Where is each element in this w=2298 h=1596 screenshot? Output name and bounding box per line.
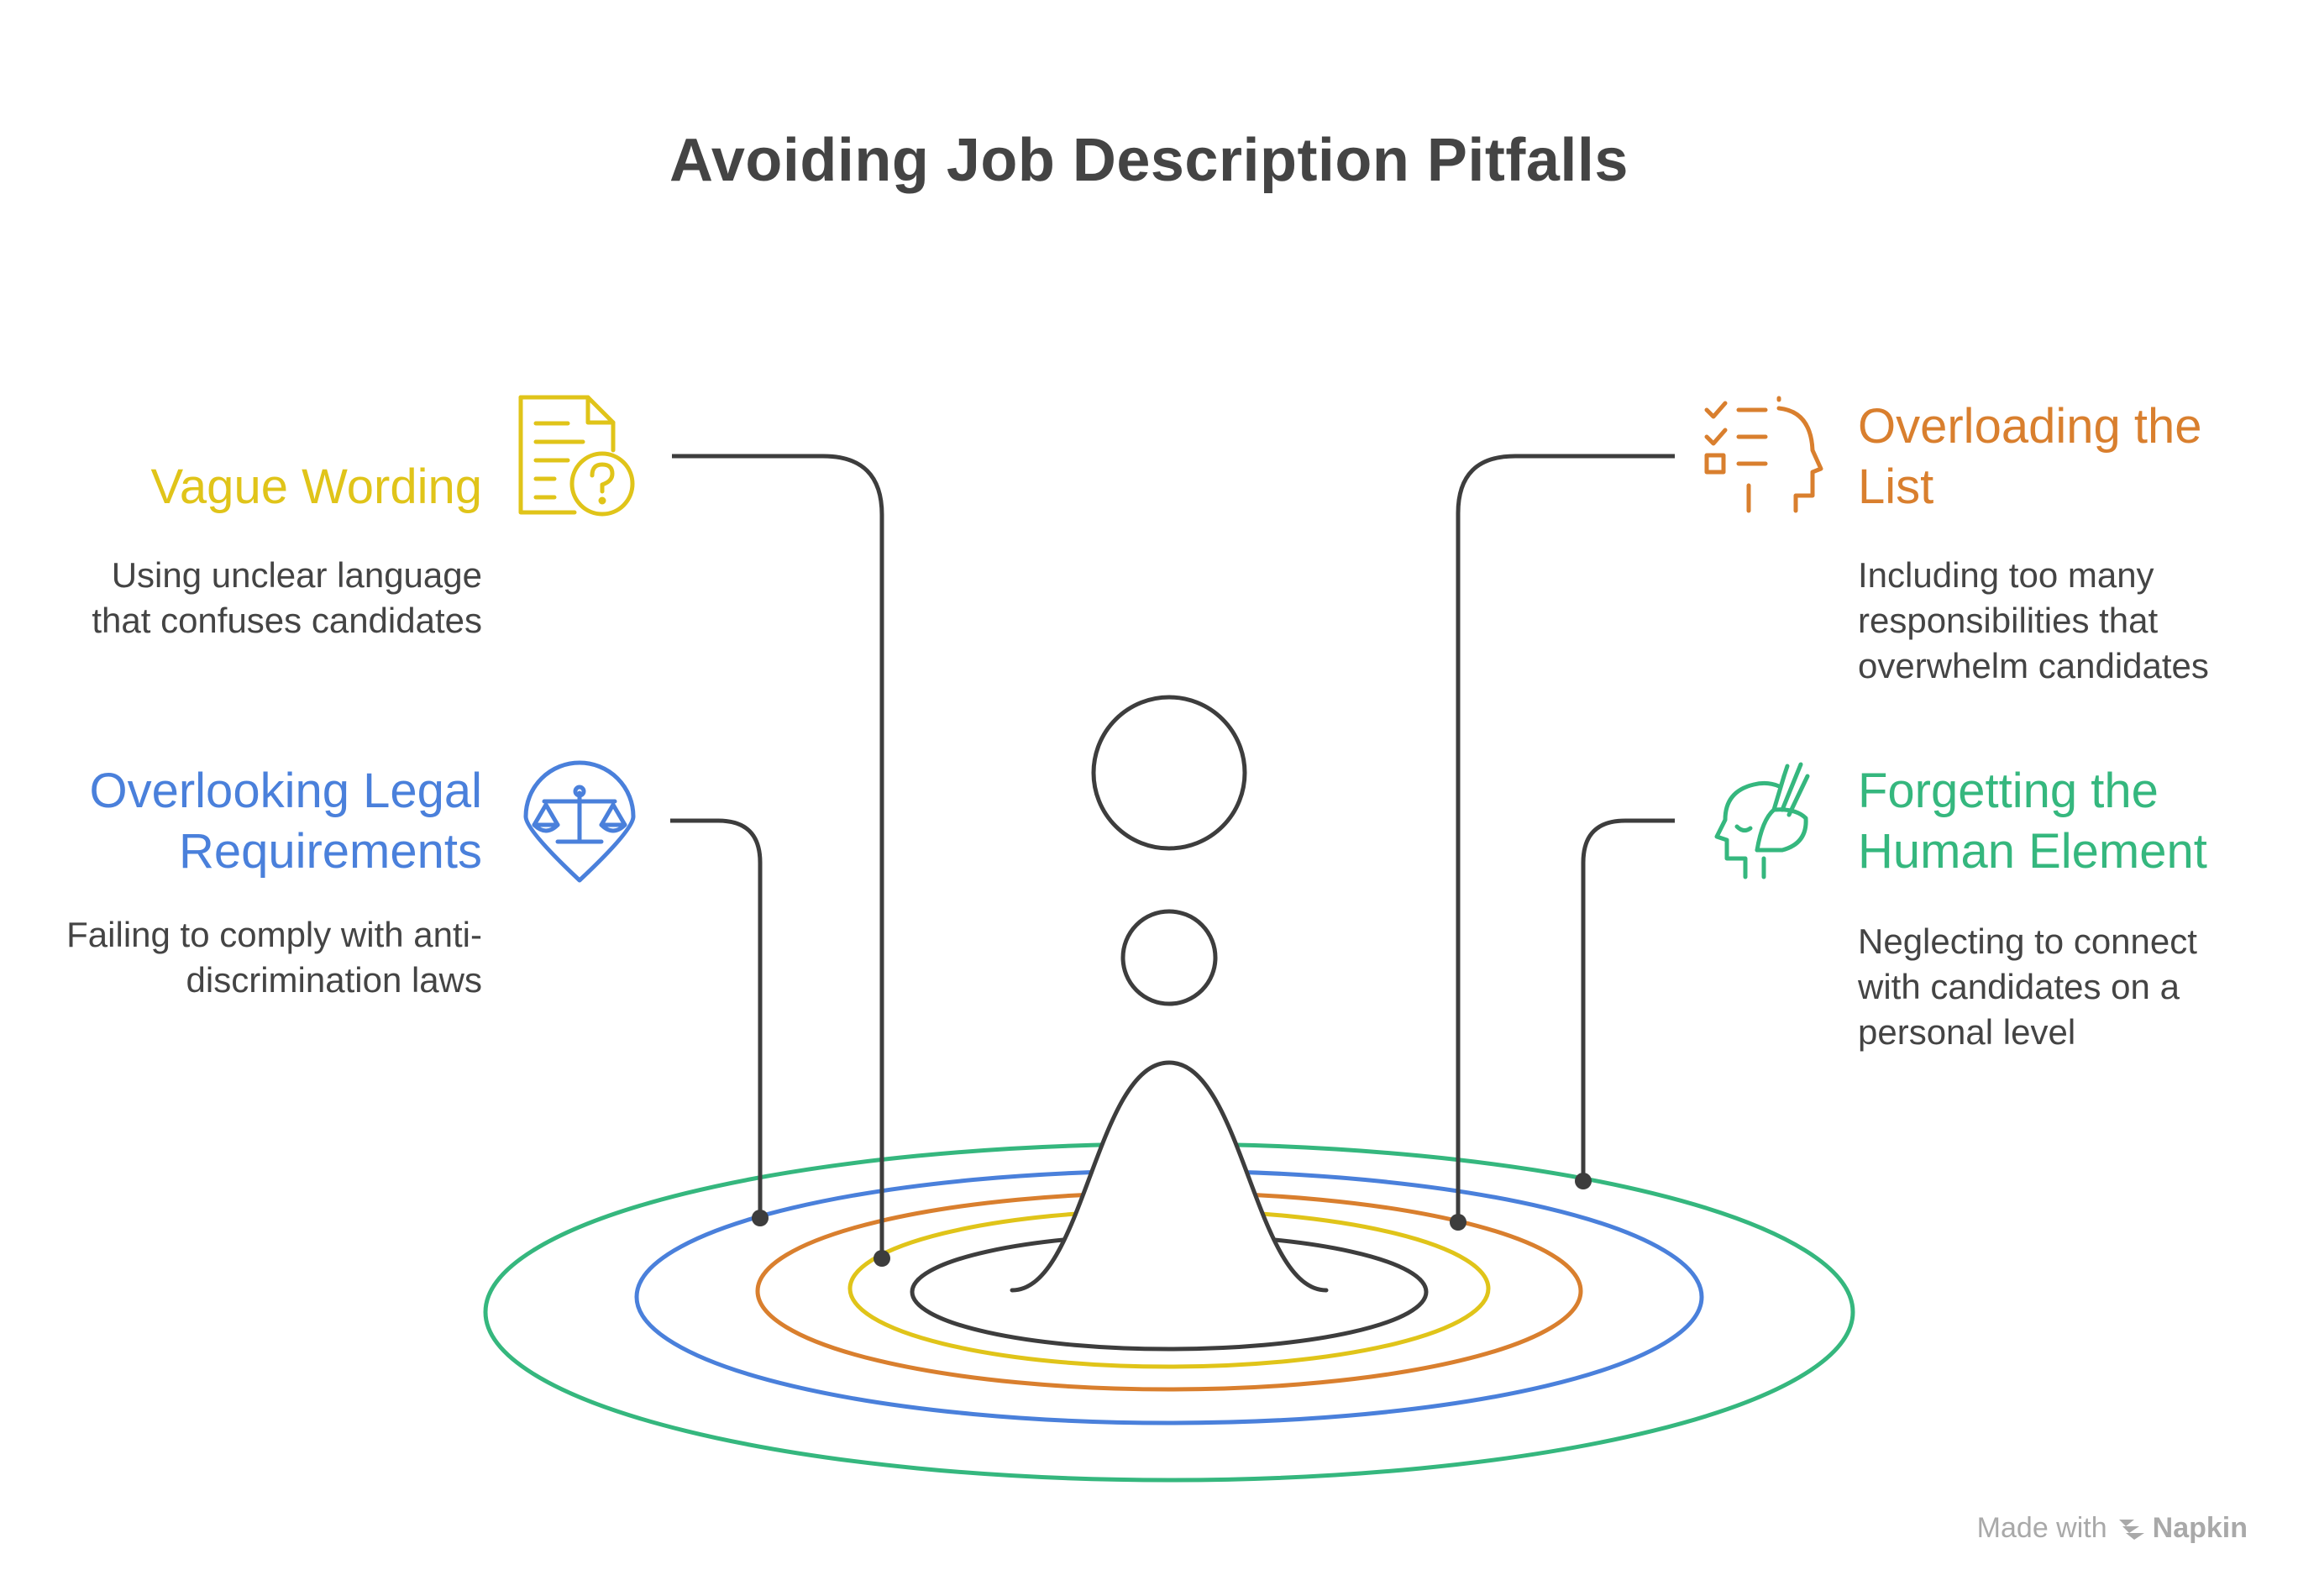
connector-vague-wording [672,454,884,1258]
connector-dot-human-element [1575,1173,1592,1189]
document-question-icon [514,393,640,519]
pitfall-heading-legal: Overlooking Legal Requirements [89,764,482,879]
pitfall-heading-overloading: Overloading the List [1858,399,2202,514]
pitfall-description-human-element: Neglecting to connect with candidates on… [1858,921,2197,1052]
splash-drop-column [1010,1060,1329,1293]
connector-dot-vague-wording [874,1250,890,1267]
connector-dot-overloading [1450,1214,1466,1231]
scales-of-justice-icon [521,759,638,885]
pitfall-heading-human-element: Forgetting the Human Element [1858,764,2207,879]
hand-head-icon [1702,759,1828,885]
connector-legal [670,818,763,1218]
head-checklist-icon [1702,395,1828,521]
pitfall-description-legal: Failing to comply with anti-discriminati… [66,915,482,1000]
page-title: Avoiding Job Description Pitfalls [669,127,1629,194]
pitfall-description-overloading: Including too many responsibilities that… [1858,555,2209,685]
napkin-logo: Napkin [2117,1512,2248,1545]
pitfall-description-vague-wording: Using unclear language that confuses can… [92,555,482,640]
footer-attribution: Made with Napkin [1977,1512,2248,1545]
connector-dot-legal [752,1210,769,1226]
connector-overloading [1456,454,1675,1222]
connector-human-element [1581,818,1675,1181]
pitfall-heading-vague-wording: Vague Wording [150,459,482,514]
napkin-logo-icon [2118,1519,2144,1540]
droplet-small [1120,909,1218,1006]
made-with-label: Made with [1976,1512,2107,1544]
droplet-large [1091,695,1247,851]
napkin-brand: Napkin [2152,1512,2248,1544]
